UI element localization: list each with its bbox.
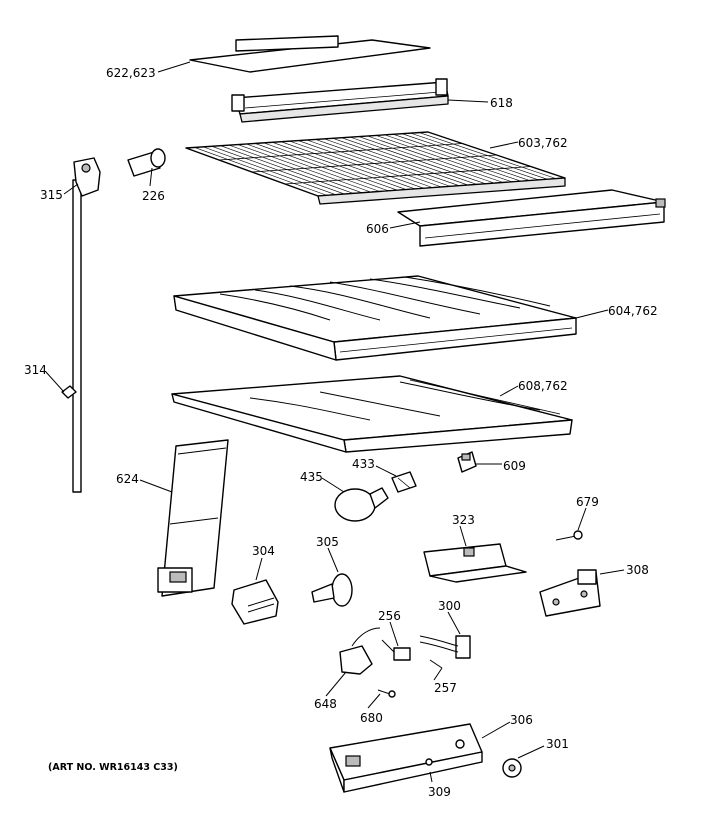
part-315-314-rod bbox=[61, 157, 101, 493]
part-304-thermostat bbox=[231, 579, 279, 625]
label-680: 680 bbox=[360, 711, 383, 725]
label-305: 305 bbox=[316, 535, 339, 549]
label-257: 257 bbox=[434, 681, 457, 695]
part-609-clip bbox=[457, 451, 477, 473]
label-256: 256 bbox=[378, 609, 401, 623]
part-622-623-cover bbox=[189, 35, 431, 73]
part-603-762-wire-shelf bbox=[185, 131, 566, 205]
label-604-762: 604,762 bbox=[608, 304, 658, 318]
label-314: 314 bbox=[24, 363, 47, 377]
label-300: 300 bbox=[438, 599, 461, 613]
label-309: 309 bbox=[428, 785, 451, 799]
part-618-rail bbox=[231, 78, 449, 123]
label-301: 301 bbox=[546, 737, 569, 751]
callout-labels: 622,623 618 603,762 315 226 606 604,762 … bbox=[24, 66, 658, 799]
part-301-knob bbox=[502, 758, 522, 778]
part-300-capacitor bbox=[419, 635, 471, 659]
shelf-crossbar bbox=[218, 143, 463, 161]
label-609: 609 bbox=[503, 459, 526, 473]
label-618: 618 bbox=[490, 96, 513, 110]
label-315: 315 bbox=[40, 188, 63, 202]
label-622-623: 622,623 bbox=[106, 66, 156, 80]
label-608-762: 608,762 bbox=[518, 379, 568, 393]
part-226-knob bbox=[127, 148, 166, 177]
shelf-crossbar bbox=[251, 154, 497, 173]
label-308: 308 bbox=[626, 563, 649, 577]
part-323-control-box bbox=[423, 543, 527, 583]
part-257-screw bbox=[429, 659, 443, 669]
label-226: 226 bbox=[142, 189, 165, 203]
label-433: 433 bbox=[352, 457, 375, 471]
part-606-shelf-front bbox=[397, 189, 666, 247]
part-309-grommet bbox=[425, 758, 433, 766]
label-624: 624 bbox=[116, 472, 139, 486]
part-435-bulb bbox=[334, 487, 389, 522]
part-308-bracket bbox=[539, 569, 601, 617]
label-679: 679 bbox=[576, 495, 599, 509]
label-306: 306 bbox=[510, 713, 533, 727]
part-433-socket bbox=[391, 471, 417, 493]
leader-lines bbox=[45, 61, 625, 783]
part-624-duct bbox=[157, 439, 229, 597]
part-679-screw bbox=[555, 530, 583, 541]
shelf-crossbar bbox=[284, 166, 531, 185]
label-304: 304 bbox=[252, 544, 275, 558]
label-323: 323 bbox=[452, 513, 475, 527]
label-435: 435 bbox=[300, 470, 323, 484]
part-648-motor bbox=[339, 627, 381, 675]
part-256-switch bbox=[381, 639, 411, 661]
part-305-dial bbox=[311, 573, 353, 607]
part-680-screw bbox=[377, 689, 396, 698]
part-306-housing bbox=[329, 723, 483, 793]
label-606: 606 bbox=[366, 222, 389, 236]
part-608-762-crisper-pan bbox=[171, 375, 573, 453]
label-648: 648 bbox=[314, 697, 337, 711]
art-number: (ART NO. WR16143 C33) bbox=[48, 762, 178, 773]
part-604-762-crisper-cover bbox=[173, 275, 577, 361]
label-603-762: 603,762 bbox=[518, 136, 568, 150]
